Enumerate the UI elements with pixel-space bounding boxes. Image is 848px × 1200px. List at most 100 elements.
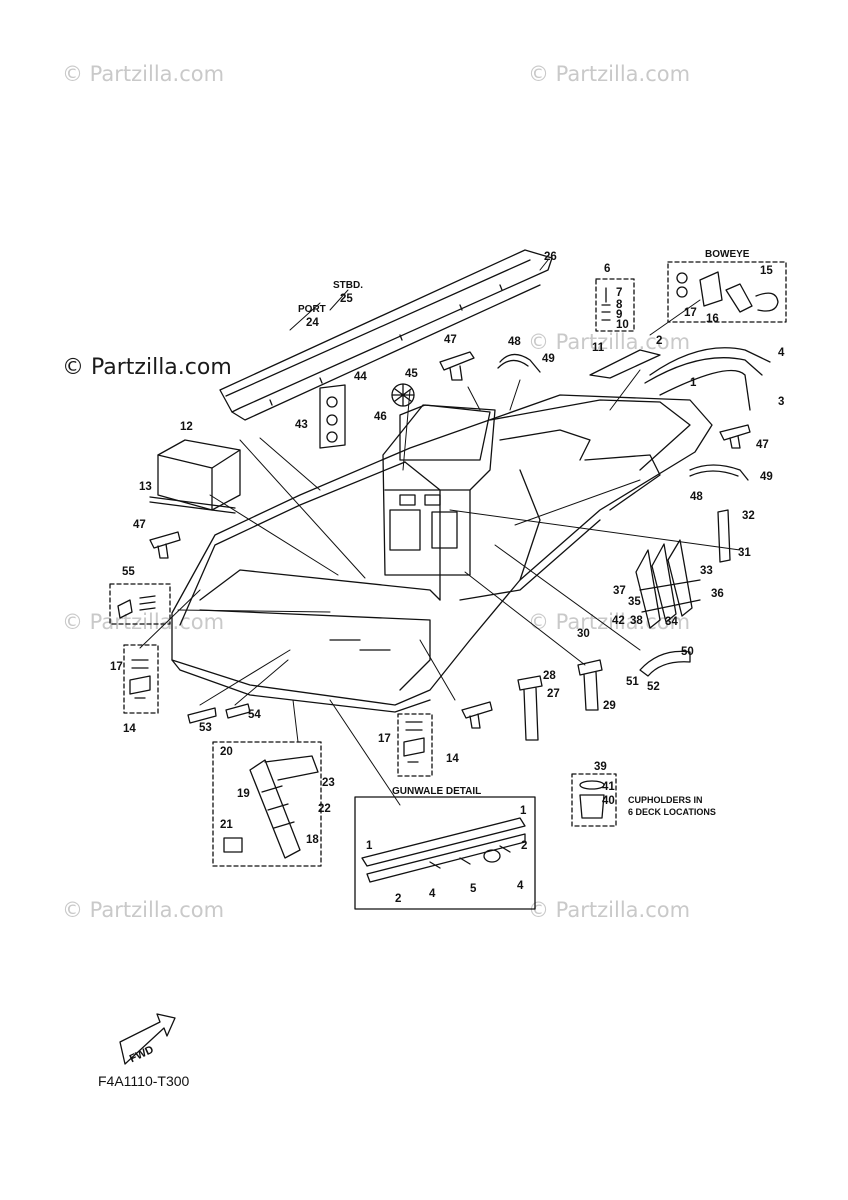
callout: 44 xyxy=(354,371,367,383)
callout: 51 xyxy=(626,676,639,688)
watermark: © Partzilla.com xyxy=(528,62,691,86)
hull-deck xyxy=(171,394,713,713)
callout: 37 xyxy=(613,585,626,597)
callout: 2 xyxy=(521,840,527,852)
hardware-box xyxy=(123,644,159,714)
callout: 42 xyxy=(612,615,625,627)
inspection-port xyxy=(391,383,415,407)
callout: 54 xyxy=(248,709,261,721)
callout: 47 xyxy=(133,519,146,531)
hinge xyxy=(187,707,217,724)
hardware-box xyxy=(397,713,433,777)
rod xyxy=(149,496,236,514)
callout: 27 xyxy=(547,688,560,700)
callout: 3 xyxy=(778,396,784,408)
hardware-box xyxy=(109,583,171,625)
label-stbd: STBD. xyxy=(333,280,363,291)
gunwale-strip xyxy=(589,347,771,411)
callout: 4 xyxy=(778,347,785,359)
grab-handle xyxy=(497,353,541,373)
callout: 46 xyxy=(374,411,387,423)
ladder xyxy=(223,755,319,859)
callout: 17 xyxy=(378,733,391,745)
callout: 1 xyxy=(520,805,527,817)
callout: 36 xyxy=(711,588,724,600)
cleat xyxy=(719,424,751,449)
callout: 16 xyxy=(706,313,719,325)
gunwale-detail xyxy=(361,817,526,883)
callout: 43 xyxy=(295,419,308,431)
callout: 20 xyxy=(220,746,233,758)
callout: 17 xyxy=(110,661,123,673)
callout: 35 xyxy=(628,596,641,608)
callout: 47 xyxy=(756,439,769,451)
cooler xyxy=(157,439,241,511)
label-fwd: FWD xyxy=(128,1044,156,1065)
rod-rack xyxy=(635,539,701,629)
boweye xyxy=(676,271,779,313)
callout: 8 xyxy=(616,299,623,311)
callout: 17 xyxy=(684,307,697,319)
hinge xyxy=(225,703,251,719)
callout: 45 xyxy=(405,368,418,380)
callout: 38 xyxy=(630,615,643,627)
callout: 9 xyxy=(616,309,622,321)
callout: 29 xyxy=(603,700,616,712)
callout: 23 xyxy=(322,777,335,789)
callout: 30 xyxy=(577,628,590,640)
callout: 55 xyxy=(122,566,135,578)
callout: 7 xyxy=(616,287,622,299)
drain-plug xyxy=(577,659,603,711)
watermark: © Partzilla.com xyxy=(528,898,691,922)
watermark: © Partzilla.com xyxy=(528,610,691,634)
cleat xyxy=(439,351,475,381)
label-boweye: BOWEYE xyxy=(705,249,750,260)
callout: 33 xyxy=(700,565,713,577)
watermark: © Partzilla.com xyxy=(528,330,691,354)
rod-holder xyxy=(717,509,731,563)
callout: 39 xyxy=(594,761,607,773)
callout: 2 xyxy=(656,335,662,347)
callout: 48 xyxy=(508,336,521,348)
callout: 14 xyxy=(446,753,459,765)
callout: 53 xyxy=(199,722,212,734)
callout: 47 xyxy=(444,334,457,346)
callout: 14 xyxy=(123,723,136,735)
callout: 40 xyxy=(602,795,615,807)
callout: 4 xyxy=(517,880,524,892)
callout: 50 xyxy=(681,646,694,658)
callout: 18 xyxy=(306,834,319,846)
callout: 10 xyxy=(616,319,629,331)
leader-lines xyxy=(139,259,741,806)
callout: 26 xyxy=(544,251,557,263)
callout: 11 xyxy=(592,342,605,354)
watermark: © Partzilla.com xyxy=(62,898,225,922)
label-cupholders: 6 DECK LOCATIONS xyxy=(628,807,716,817)
callout: 25 xyxy=(340,293,353,305)
grab-handle xyxy=(689,464,749,481)
bracket xyxy=(319,384,346,449)
callout: 41 xyxy=(602,781,615,793)
callout: 12 xyxy=(180,421,193,433)
boweye-box xyxy=(667,261,787,323)
cleat xyxy=(461,701,493,729)
callout: 21 xyxy=(220,819,233,831)
callout: 1 xyxy=(366,840,373,852)
callouts: 26 25 24 6 7 8 9 10 15 17 16 2 11 4 1 3 … xyxy=(110,251,785,905)
callout: 49 xyxy=(542,353,555,365)
label-gunwale-detail: GUNWALE DETAIL xyxy=(392,786,481,797)
diagram-code: F4A1110-T300 xyxy=(98,1073,190,1089)
callout: 19 xyxy=(237,788,250,800)
windshield-rail xyxy=(219,249,553,421)
callout: 48 xyxy=(690,491,703,503)
watermark: © Partzilla.com xyxy=(62,610,225,634)
callout: 2 xyxy=(395,893,401,905)
callout: 52 xyxy=(647,681,660,693)
callout: 22 xyxy=(318,803,331,815)
callout: 24 xyxy=(306,317,319,329)
console xyxy=(382,404,496,576)
watermark: © Partzilla.com xyxy=(62,62,225,86)
gunwale-detail-box xyxy=(354,796,536,910)
grab-bar xyxy=(639,650,691,677)
fwd-arrow-icon xyxy=(119,1013,176,1065)
